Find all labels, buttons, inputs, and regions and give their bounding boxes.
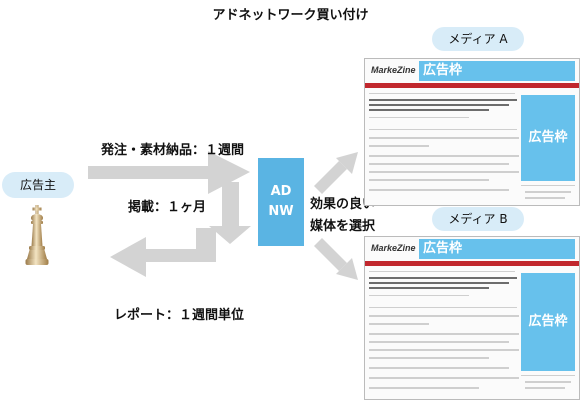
ad-network-box: AD NW xyxy=(258,158,304,246)
to-media-b-arrow xyxy=(314,238,358,280)
adnw-line2: NW xyxy=(268,204,294,219)
media-b-nav-bar xyxy=(365,261,579,266)
media-a-nav-bar xyxy=(365,83,579,88)
selection-text: 効果の良い 媒体を選択 xyxy=(310,194,375,238)
media-b-logo: MarkeZine xyxy=(371,243,416,253)
media-a-site: MarkeZine 広告枠 広告枠 xyxy=(364,58,580,206)
publish-arrow xyxy=(209,182,251,244)
report-label: レポート：１週間単位 xyxy=(114,308,245,323)
media-b-site: MarkeZine 広告枠 広告枠 xyxy=(364,236,580,400)
diagram-title: アドネットワーク買い付け xyxy=(212,8,369,23)
media-b-label: メディア B xyxy=(432,207,524,231)
media-b-ad-side: 広告枠 xyxy=(521,273,575,371)
media-a-ad-top: 広告枠 xyxy=(419,61,575,81)
media-b-ad-top: 広告枠 xyxy=(419,239,575,259)
order-arrow xyxy=(88,151,250,194)
to-media-a-arrow xyxy=(314,152,358,194)
report-arrow xyxy=(110,228,216,277)
publish-label: 掲載：１ヶ月 xyxy=(128,200,207,215)
media-a-logo: MarkeZine xyxy=(371,65,416,75)
selection-line1: 効果の良い xyxy=(310,197,376,212)
order-label: 発注・素材納品：１週間 xyxy=(101,143,245,158)
selection-line2: 媒体を選択 xyxy=(310,219,376,234)
adnw-line1: AD xyxy=(270,184,292,199)
advertiser-label: 広告主 xyxy=(2,172,74,198)
media-a-ad-side: 広告枠 xyxy=(521,95,575,181)
chess-king-icon xyxy=(25,205,49,265)
media-a-label: メディア A xyxy=(432,27,524,51)
